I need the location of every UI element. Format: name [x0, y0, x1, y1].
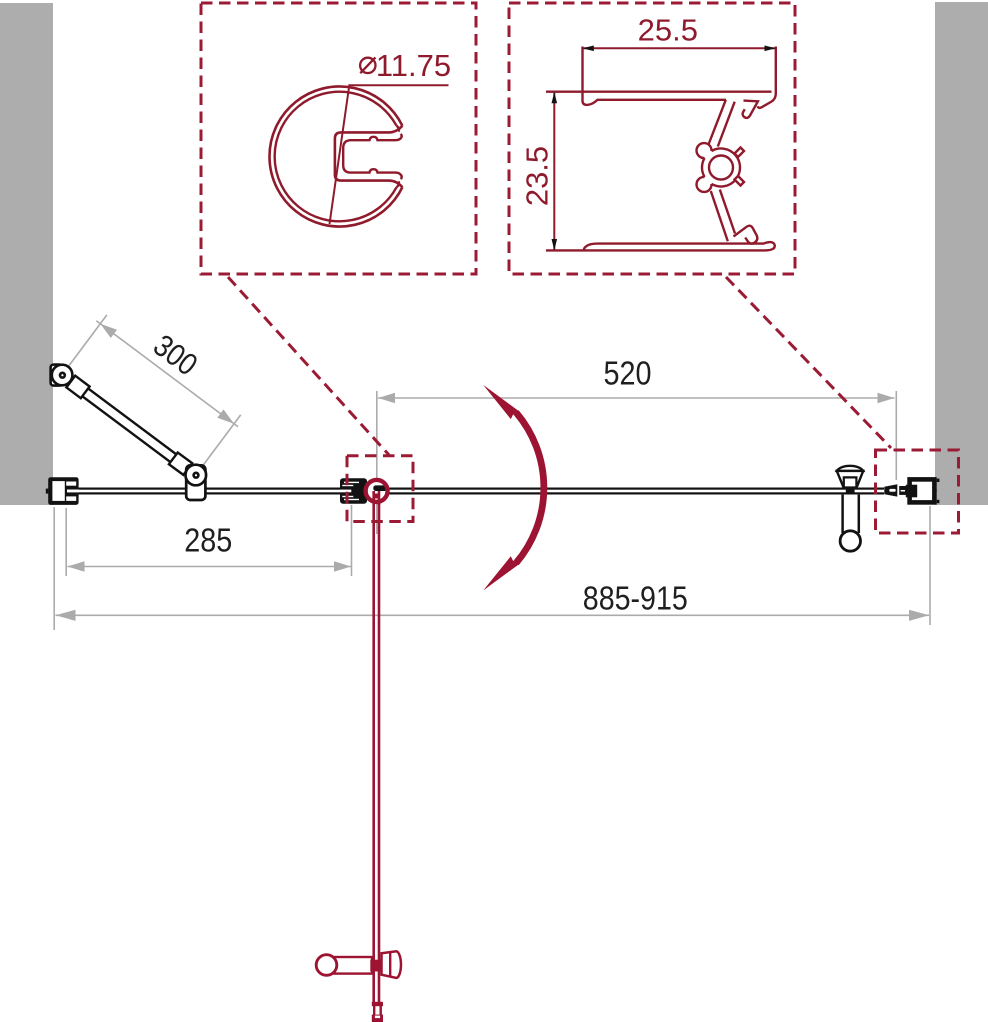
svg-text:11.75: 11.75	[376, 48, 451, 83]
svg-text:520: 520	[604, 355, 652, 392]
svg-text:25.5: 25.5	[638, 13, 698, 48]
svg-text:23.5: 23.5	[520, 146, 555, 206]
svg-text:285: 285	[184, 522, 232, 559]
svg-text:885-915: 885-915	[583, 580, 688, 617]
